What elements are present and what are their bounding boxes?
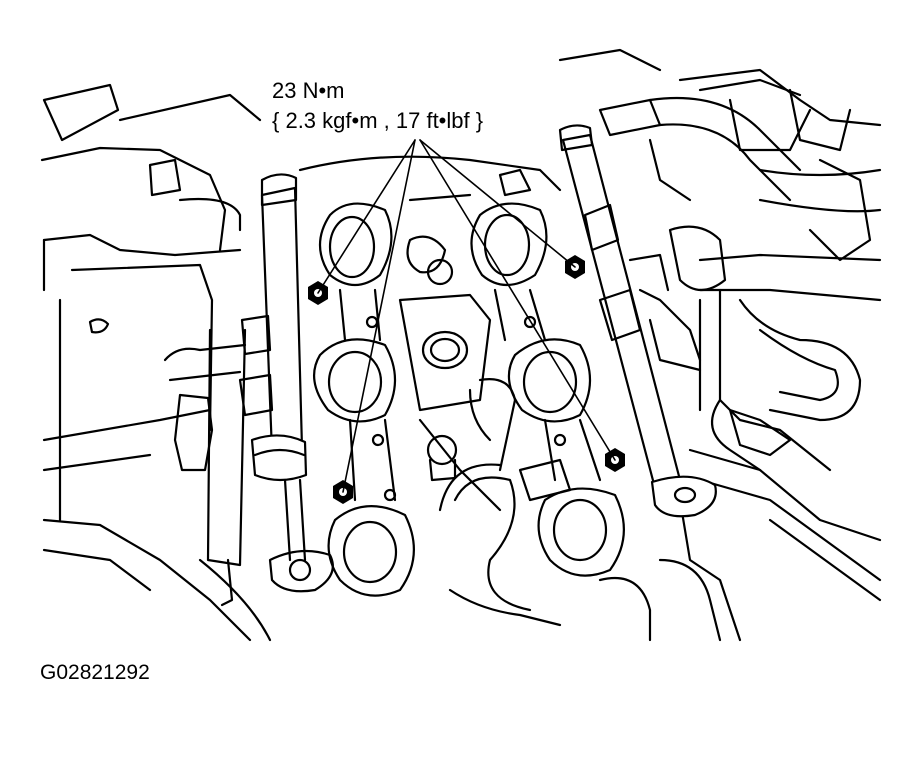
torque-spec-imperial: { 2.3 kgf•m , 17 ft•lbf }	[272, 108, 484, 133]
right-side-hoses	[558, 48, 882, 642]
right-fuel-rail	[498, 124, 717, 518]
torque-spec-metric: 23 N•m	[272, 78, 345, 103]
figure-code: G02821292	[40, 661, 150, 684]
lower-wiring-loop	[438, 378, 572, 627]
left-intake-gasket	[312, 202, 415, 597]
left-fuel-rail	[238, 173, 334, 593]
engine-bay-outline	[40, 83, 272, 642]
callout-leader-lines	[317, 139, 616, 493]
bolt-icon	[308, 255, 625, 504]
cylinder-head-center	[298, 155, 562, 512]
